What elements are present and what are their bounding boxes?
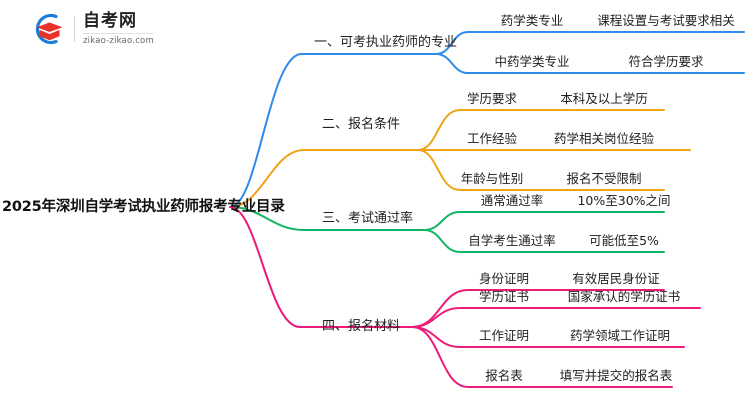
branch-label-3[interactable]: 三、考试通过率 [322,211,414,226]
mindmap-root-label[interactable]: 2025年深圳自学考试执业药师报考专业目录 [2,199,285,215]
edge-branch-4-to-child-4 [411,326,673,388]
edge-root-to-branch-2 [229,149,419,208]
branch-1-child-2-label[interactable]: 中药学类专业 [494,54,570,69]
branch-4-child-4-detail[interactable]: 填写并提交的报名表 [559,368,673,383]
logo-url: zikao-zikao.com [83,32,154,46]
branch-3-child-1-detail[interactable]: 10%至30%之间 [577,193,671,208]
branch-4-child-3-label[interactable]: 工作证明 [478,328,530,343]
branch-4-child-2-detail[interactable]: 国家承认的学历证书 [567,289,681,304]
branch-4-child-1-detail[interactable]: 有效居民身份证 [572,271,660,286]
branch-2-child-3-label[interactable]: 年龄与性别 [460,171,524,186]
branch-3-child-2-detail[interactable]: 可能低至5% [589,233,659,248]
branch-label-4[interactable]: 四、报名材料 [322,319,401,334]
branch-2-child-1-detail[interactable]: 本科及以上学历 [560,91,648,106]
edge-branch-3-to-child-2 [423,229,665,253]
logo-name-cn: 自考网 [83,10,137,31]
branch-label-1[interactable]: 一、可考执业药师的专业 [314,35,458,50]
edge-branch-4-to-child-2 [411,307,701,328]
logo-divider [74,16,75,42]
branch-4-child-3-detail[interactable]: 药学领域工作证明 [569,328,671,343]
edge-branch-2-to-child-3 [417,149,665,191]
branch-2-child-2-detail[interactable]: 药学相关岗位经验 [553,131,655,146]
branch-3-child-2-label[interactable]: 自学考生通过率 [468,233,556,248]
edge-branch-1-to-child-2 [435,53,745,74]
edge-branch-2-to-child-1 [417,109,665,151]
branch-1-child-2-detail[interactable]: 符合学历要求 [628,54,704,69]
branch-2-child-2-label[interactable]: 工作经验 [466,131,518,146]
edge-branch-3-to-child-1 [423,211,665,231]
edge-root-to-branch-1 [229,53,437,208]
edge-root-to-branch-4 [229,206,413,328]
edge-root-to-branch-3 [229,206,425,231]
branch-1-child-1-detail[interactable]: 课程设置与考试要求相关 [597,13,735,28]
site-logo: 自考网 zikao-zikao.com [26,8,196,50]
branch-4-child-2-label[interactable]: 学历证书 [478,289,530,304]
logo-wordmark: 自考网 zikao-zikao.com [83,10,154,46]
branch-2-child-1-label[interactable]: 学历要求 [466,91,518,106]
branch-3-child-1-label[interactable]: 通常通过率 [480,193,544,208]
graduation-cap-logo-icon [26,9,68,49]
edge-branch-1-to-child-1 [435,31,745,55]
branch-2-child-3-detail[interactable]: 报名不受限制 [566,171,642,186]
branch-label-2[interactable]: 二、报名条件 [322,117,401,132]
branch-4-child-4-label[interactable]: 报名表 [485,368,523,383]
branch-1-child-1-label[interactable]: 药学类专业 [500,13,564,28]
branch-4-child-1-label[interactable]: 身份证明 [478,271,530,286]
